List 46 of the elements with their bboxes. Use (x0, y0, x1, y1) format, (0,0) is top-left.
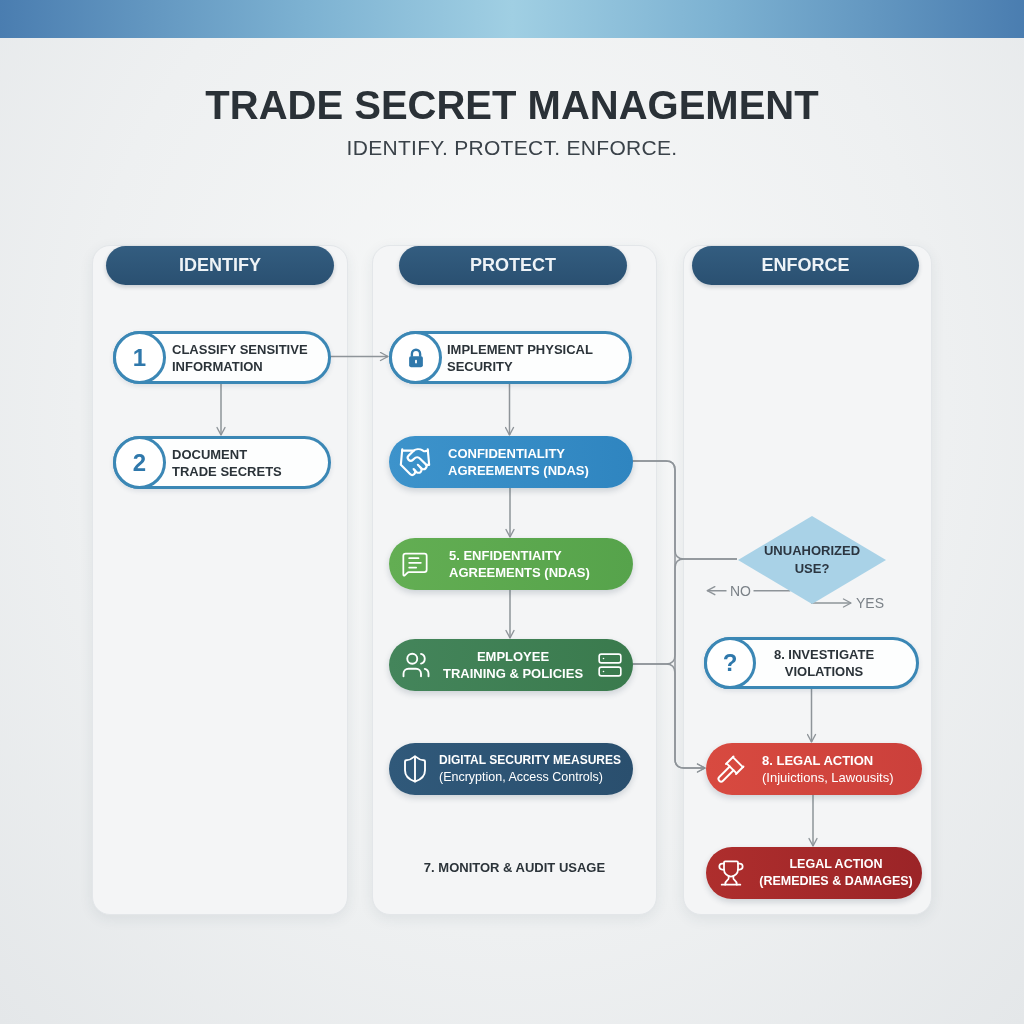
step-pill (389, 639, 633, 691)
step-pill (389, 436, 633, 488)
arrow (806, 687, 817, 743)
step-title: 8. LEGAL ACTION (762, 752, 874, 769)
edge-label: YES (856, 595, 884, 611)
question-mark: ? (704, 637, 756, 689)
step-pill (706, 743, 922, 795)
arrow (329, 351, 389, 362)
step-title: LEGAL ACTION (789, 856, 883, 873)
step-pill (113, 436, 331, 489)
title: TRADE SECRET MANAGEMENT (205, 82, 819, 128)
arrow (810, 598, 852, 608)
step-text: CONFIDENTIALITY AGREEMENTS (NDAS) (448, 445, 589, 479)
step-number: 1 (113, 331, 166, 384)
step-title: DIGITAL SECURITY MEASURES (439, 752, 622, 769)
column-header: PROTECT (399, 246, 627, 285)
arrow (631, 663, 706, 773)
step-detail: (Encryption, Access Controls) (439, 769, 603, 786)
step-detail: (Injuictions, Lawousits) (762, 769, 894, 786)
step-text: DOCUMENT TRADE SECRETS (172, 445, 282, 480)
step-text: CLASSIFY SENSITIVE INFORMATION (172, 340, 308, 375)
step-pill (389, 743, 633, 795)
column-panel (372, 245, 657, 915)
step-text: 8. INVESTIGATE VIOLATIONS (773, 646, 875, 680)
arrow (808, 793, 818, 847)
step-text: EMPLOYEE TRAINING & POLICIES (442, 648, 584, 682)
subtitle: IDENTIFY. PROTECT. ENFORCE. (346, 135, 678, 161)
step-detail: (REMEDIES & DAMAGES) (759, 873, 913, 890)
column-panel (92, 245, 348, 915)
step-text: IMPLEMENT PHYSICAL SECURITY (447, 340, 593, 375)
column-panel (683, 245, 932, 915)
column-header: ENFORCE (692, 246, 919, 285)
arrow (505, 588, 515, 639)
step-pill (113, 331, 331, 384)
step-pill (706, 847, 922, 899)
step-pill (389, 538, 633, 590)
column-header: IDENTIFY (106, 246, 334, 285)
arrow (505, 486, 515, 538)
step-pill (704, 637, 919, 689)
arrow (216, 382, 226, 436)
step-number: 2 (113, 436, 166, 489)
step-text: 7. MONITOR & AUDIT USAGE (423, 860, 606, 876)
step-text: 5. ENFIDENTIAITY AGREEMENTS (NDAS) (449, 547, 590, 581)
decision-text: UNUAHORIZED USE? (763, 542, 861, 578)
step-pill (389, 331, 632, 384)
arrow (504, 382, 515, 436)
